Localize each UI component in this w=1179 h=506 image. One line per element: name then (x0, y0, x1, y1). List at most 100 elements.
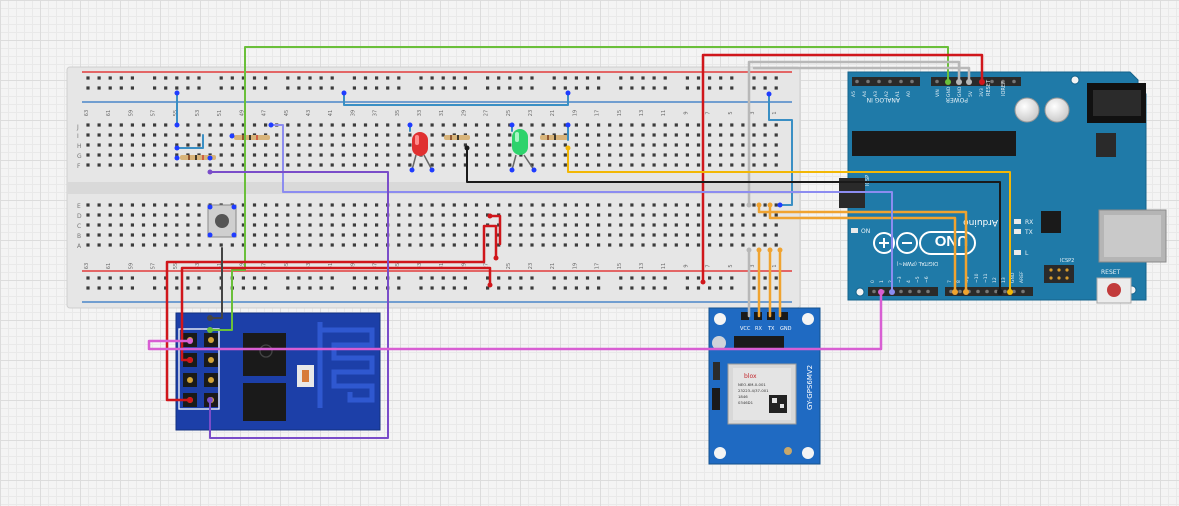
breadboard-hole[interactable] (497, 133, 501, 137)
breadboard-hole[interactable] (430, 86, 434, 90)
breadboard-hole[interactable] (97, 276, 101, 280)
breadboard-hole[interactable] (674, 233, 678, 237)
breadboard-hole[interactable] (674, 143, 678, 147)
breadboard-hole[interactable] (397, 243, 401, 247)
breadboard-hole[interactable] (752, 213, 756, 217)
breadboard-hole[interactable] (652, 203, 656, 207)
breadboard-hole[interactable] (308, 86, 312, 90)
breadboard-hole[interactable] (641, 233, 645, 237)
breadboard-hole[interactable] (430, 76, 434, 80)
breadboard-hole[interactable] (674, 153, 678, 157)
breadboard-hole[interactable] (652, 223, 656, 227)
breadboard-hole[interactable] (519, 286, 523, 290)
breadboard-hole[interactable] (86, 233, 90, 237)
breadboard-hole[interactable] (241, 143, 245, 147)
breadboard-hole[interactable] (430, 123, 434, 127)
breadboard-hole[interactable] (286, 143, 290, 147)
breadboard-hole[interactable] (541, 203, 545, 207)
breadboard-hole[interactable] (108, 223, 112, 227)
breadboard-hole[interactable] (619, 243, 623, 247)
breadboard-hole[interactable] (352, 213, 356, 217)
breadboard-hole[interactable] (319, 276, 323, 280)
breadboard-hole[interactable] (286, 123, 290, 127)
breadboard-hole[interactable] (608, 213, 612, 217)
breadboard-hole[interactable] (696, 163, 701, 167)
breadboard-hole[interactable] (252, 286, 257, 290)
breadboard-hole[interactable] (486, 153, 490, 157)
breadboard-hole[interactable] (752, 233, 756, 237)
breadboard-hole[interactable] (297, 153, 301, 157)
breadboard-hole[interactable] (441, 163, 445, 167)
breadboard-hole[interactable] (386, 153, 390, 157)
breadboard-hole[interactable] (597, 213, 601, 217)
breadboard-hole[interactable] (497, 163, 501, 167)
breadboard-hole[interactable] (175, 86, 179, 90)
breadboard-hole[interactable] (730, 243, 734, 247)
breadboard-hole[interactable] (696, 86, 701, 90)
breadboard-hole[interactable] (230, 143, 234, 147)
breadboard-hole[interactable] (674, 163, 678, 167)
breadboard-hole[interactable] (286, 76, 290, 80)
breadboard-hole[interactable] (164, 276, 168, 280)
breadboard-hole[interactable] (397, 233, 401, 237)
breadboard-hole[interactable] (752, 203, 756, 207)
breadboard-hole[interactable] (375, 213, 379, 217)
breadboard-hole[interactable] (352, 203, 356, 207)
breadboard-hole[interactable] (130, 286, 134, 290)
breadboard-hole[interactable] (286, 233, 290, 237)
breadboard-hole[interactable] (97, 76, 101, 80)
breadboard-hole[interactable] (774, 153, 778, 157)
breadboard-hole[interactable] (86, 153, 90, 157)
breadboard-hole[interactable] (508, 76, 512, 80)
breadboard-hole[interactable] (141, 203, 146, 207)
breadboard-hole[interactable] (708, 143, 712, 147)
breadboard-hole[interactable] (752, 286, 756, 290)
breadboard-hole[interactable] (441, 143, 445, 147)
breadboard-hole[interactable] (441, 276, 445, 280)
breadboard-hole[interactable] (752, 243, 756, 247)
breadboard-hole[interactable] (619, 163, 623, 167)
breadboard-hole[interactable] (563, 203, 567, 207)
breadboard-hole[interactable] (197, 213, 201, 217)
breadboard-hole[interactable] (663, 153, 667, 157)
breadboard-hole[interactable] (741, 203, 745, 207)
breadboard-hole[interactable] (597, 223, 601, 227)
breadboard-hole[interactable] (164, 223, 168, 227)
breadboard-hole[interactable] (197, 163, 201, 167)
breadboard-hole[interactable] (452, 86, 456, 90)
breadboard-hole[interactable] (419, 213, 423, 217)
breadboard-hole[interactable] (397, 133, 401, 137)
breadboard-hole[interactable] (330, 76, 334, 80)
breadboard-hole[interactable] (696, 223, 701, 227)
breadboard-hole[interactable] (375, 276, 379, 280)
breadboard-hole[interactable] (463, 286, 467, 290)
breadboard-hole[interactable] (352, 143, 356, 147)
breadboard-hole[interactable] (419, 86, 423, 90)
breadboard-hole[interactable] (108, 213, 112, 217)
breadboard-hole[interactable] (774, 123, 778, 127)
breadboard-hole[interactable] (286, 223, 290, 227)
breadboard-hole[interactable] (474, 123, 479, 127)
breadboard-hole[interactable] (430, 286, 434, 290)
breadboard-hole[interactable] (452, 233, 456, 237)
breadboard-hole[interactable] (430, 143, 434, 147)
breadboard-hole[interactable] (452, 276, 456, 280)
breadboard-hole[interactable] (330, 153, 334, 157)
breadboard-hole[interactable] (663, 243, 667, 247)
breadboard-hole[interactable] (186, 276, 190, 280)
breadboard-hole[interactable] (208, 243, 212, 247)
wire-black[interactable] (466, 147, 1001, 293)
breadboard-hole[interactable] (763, 203, 767, 207)
breadboard-hole[interactable] (252, 213, 257, 217)
breadboard-hole[interactable] (752, 143, 756, 147)
breadboard-hole[interactable] (474, 133, 479, 137)
breadboard-hole[interactable] (774, 276, 778, 280)
breadboard-hole[interactable] (430, 243, 434, 247)
breadboard-hole[interactable] (452, 123, 456, 127)
digital-header-2[interactable] (945, 287, 1033, 296)
breadboard-hole[interactable] (619, 276, 623, 280)
breadboard-hole[interactable] (719, 233, 723, 237)
breadboard-hole[interactable] (164, 123, 168, 127)
breadboard-hole[interactable] (275, 233, 279, 237)
wire-orange-tx[interactable] (768, 203, 957, 318)
